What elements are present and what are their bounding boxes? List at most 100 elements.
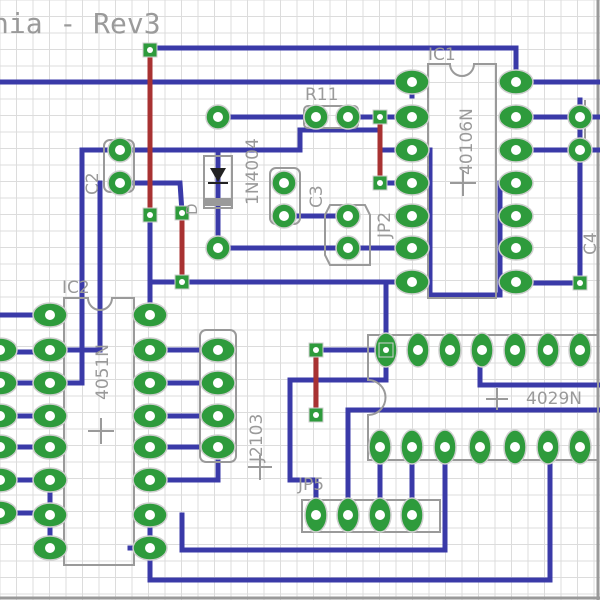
pad <box>368 429 392 465</box>
pad-hole <box>510 345 520 355</box>
pad-hole <box>0 345 5 355</box>
pad <box>32 403 68 429</box>
pad <box>303 104 329 130</box>
pad <box>132 403 168 429</box>
j2103-label: J2103 <box>247 414 267 463</box>
pad-ring <box>0 370 18 396</box>
pad-ring <box>0 467 18 493</box>
pad <box>271 203 297 229</box>
pad-hole <box>0 508 5 518</box>
pad <box>335 203 361 229</box>
pad-hole <box>213 411 223 421</box>
pad-hole <box>45 442 55 452</box>
pad <box>498 69 534 95</box>
pad-hole <box>213 112 223 122</box>
pad <box>394 269 430 295</box>
pad-hole <box>407 442 417 452</box>
pad-hole <box>213 345 223 355</box>
pad <box>336 497 360 533</box>
pad-hole <box>45 310 55 320</box>
pad-hole <box>575 345 585 355</box>
pad-ring <box>0 403 18 429</box>
via-hole <box>313 412 319 418</box>
pad <box>335 235 361 261</box>
pad-hole <box>311 112 321 122</box>
pad <box>498 104 534 130</box>
4029n-label: 4029N <box>526 389 582 409</box>
pad <box>335 104 361 130</box>
pad <box>468 429 492 465</box>
pad-hole <box>511 77 521 87</box>
pad <box>200 403 236 429</box>
pad <box>32 467 68 493</box>
pad <box>503 429 527 465</box>
pad-hole <box>575 442 585 452</box>
via-hole <box>383 347 389 353</box>
pad <box>536 332 560 368</box>
pad <box>0 500 18 526</box>
ic2-part-label: 4051N <box>93 344 113 400</box>
pad-hole <box>45 510 55 520</box>
pad-hole <box>45 411 55 421</box>
pad-hole <box>407 211 417 221</box>
via-hole <box>147 212 153 218</box>
d-label: D <box>183 203 201 215</box>
pad-hole <box>375 510 385 520</box>
pad-hole <box>477 345 487 355</box>
jp5-label: JP5 <box>297 475 324 495</box>
pad-hole <box>311 510 321 520</box>
pad-hole <box>343 211 353 221</box>
pad <box>400 429 424 465</box>
pad <box>568 332 592 368</box>
pad-hole <box>145 411 155 421</box>
pad <box>107 170 133 196</box>
pad-hole <box>543 442 553 452</box>
ic2-label: IC2 <box>62 278 90 298</box>
pad <box>132 535 168 561</box>
pad <box>394 170 430 196</box>
pad-hole <box>343 510 353 520</box>
vias <box>142 42 588 423</box>
pad-hole <box>145 310 155 320</box>
pad <box>498 269 534 295</box>
pad <box>304 497 328 533</box>
pad <box>0 403 18 429</box>
pad <box>205 235 231 261</box>
pad <box>32 434 68 460</box>
pad-hole <box>279 211 289 221</box>
pad-hole <box>45 543 55 553</box>
pad <box>132 337 168 363</box>
pad-hole <box>45 475 55 485</box>
pad-hole <box>407 112 417 122</box>
pad-hole <box>213 442 223 452</box>
ic1-part-label: 40106N <box>457 108 477 175</box>
pad <box>0 370 18 396</box>
pad-hole <box>445 345 455 355</box>
pad-hole <box>145 510 155 520</box>
c2-label: C2 <box>83 172 103 195</box>
pad-hole <box>511 277 521 287</box>
pad-hole <box>440 442 450 452</box>
pad-hole <box>145 543 155 553</box>
c4-label: C4 <box>581 232 600 255</box>
pad-hole <box>0 442 5 452</box>
pad-hole <box>115 145 125 155</box>
pad <box>200 337 236 363</box>
pad-hole <box>407 243 417 253</box>
via-hole <box>147 47 153 53</box>
pad-hole <box>407 277 417 287</box>
pad-hole <box>45 378 55 388</box>
pad <box>0 337 18 363</box>
pad <box>0 467 18 493</box>
pad <box>32 370 68 396</box>
pad-hole <box>375 442 385 452</box>
pad-hole <box>145 378 155 388</box>
via-hole <box>377 180 383 186</box>
pad <box>200 370 236 396</box>
pad <box>498 203 534 229</box>
pad <box>567 104 593 130</box>
pad-hole <box>475 442 485 452</box>
pad-ring <box>0 500 18 526</box>
pad <box>498 137 534 163</box>
